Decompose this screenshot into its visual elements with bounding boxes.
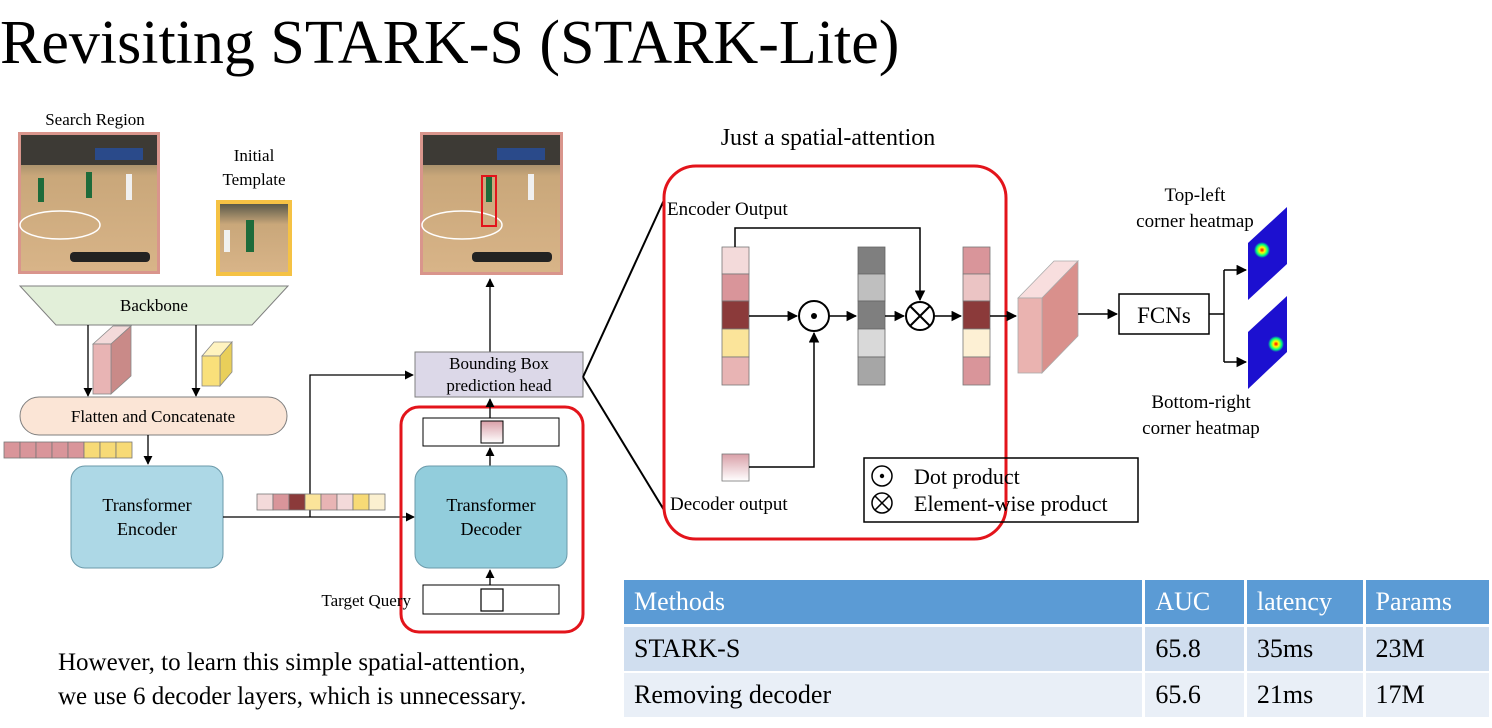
cell-auc: 65.8 [1143,625,1247,673]
fcns-label: FCNs [1137,303,1191,328]
similarity-column [857,246,886,386]
results-table: Methods AUC latency Params STARK-S 65.8 … [624,580,1492,719]
weighted-output-column [962,246,991,386]
bottom-note-line-1: However, to learn this simple spatial-at… [58,649,526,676]
table-row: STARK-S 65.8 35ms 23M [624,625,1492,673]
fcns-block [1118,293,1210,335]
zoom-line-top [582,199,665,378]
legend-elementwise-label: Element-wise product [914,491,1108,516]
bottom-right-heatmap-label-1: Bottom-right [1151,392,1251,413]
target-query-label: Target Query [321,591,411,610]
target-query-token [480,588,504,612]
search-feature-cuboid [91,325,133,395]
cell-params: 17M [1364,672,1492,719]
decoder-label-1: Transformer [446,495,535,515]
bbox-head-block [414,351,584,398]
bbox-label-1: Bounding Box [449,354,549,373]
left-pipeline: Search Region Initial Template Backbone [3,110,585,634]
top-left-heatmap-label-2: corner heatmap [1136,211,1254,232]
page-title: Revisiting STARK-S (STARK-Lite) [0,9,900,77]
cell-latency: 35ms [1245,625,1366,673]
encoder-output-column [721,246,750,386]
arrow-encoder-bbox [309,370,414,517]
cell-method: Removing decoder [624,672,1146,719]
encoder-label-1: Transformer [102,495,191,515]
transformer-decoder-block [414,465,568,569]
flatten-concat-block [19,396,288,436]
table-header-row: Methods AUC latency Params [624,580,1492,627]
initial-template-label-2: Template [222,170,285,189]
corner-head-panel: FCNs Top-left corner heatmap Bottom-righ… [1017,185,1287,439]
search-region-image [18,132,160,274]
arrow-enc-skip [734,227,926,302]
encoder-output-tokens [256,493,386,511]
header-params: Params [1364,580,1492,627]
cell-auc: 65.6 [1143,672,1247,719]
output-feature-cuboid [1017,260,1079,374]
top-left-heatmap-label-1: Top-left [1165,185,1227,206]
flatten-concat-label: Flatten and Concatenate [71,407,235,426]
spatial-attention-panel: Just a spatial-attention Encoder Output … [662,125,1139,541]
bottom-right-heatmap [1248,296,1287,389]
tracking-result-image [420,132,563,275]
decoder-output-token [480,420,504,444]
header-auc: AUC [1143,580,1247,627]
encoder-output-label: Encoder Output [667,199,789,220]
initial-template-image [216,200,292,276]
cell-params: 23M [1364,625,1492,673]
bottom-right-heatmap-label-2: corner heatmap [1142,418,1260,439]
operator-legend [863,457,1139,523]
template-feature-cuboid [201,340,233,388]
transformer-encoder-block [70,465,224,569]
backbone-label: Backbone [120,296,188,315]
header-latency: latency [1245,580,1366,627]
cell-latency: 21ms [1245,672,1366,719]
decoder-output-token-center [721,453,750,482]
legend-dot-label: Dot product [914,464,1020,489]
backbone-block [18,285,290,326]
arrow-dec-dot [749,331,820,468]
bottom-note: However, to learn this simple spatial-at… [58,646,526,714]
encoder-label-2: Encoder [117,519,177,539]
spatial-attention-caption: Just a spatial-attention [721,125,936,151]
search-region-label: Search Region [45,110,145,129]
spatial-attention-highlight [662,164,1008,541]
bbox-label-2: prediction head [446,376,552,395]
cell-method: STARK-S [624,625,1146,673]
decoder-output-label: Decoder output [670,494,788,515]
zoom-line-bottom [582,376,665,511]
bottom-note-line-2: we use 6 decoder layers, which is unnece… [58,683,527,710]
initial-template-label-1: Initial [234,146,275,165]
token-strip [3,441,133,459]
top-left-heatmap [1248,207,1287,300]
table-row: Removing decoder 65.6 21ms 17M [624,672,1492,719]
decoder-label-2: Decoder [461,519,522,539]
header-methods: Methods [624,580,1146,627]
